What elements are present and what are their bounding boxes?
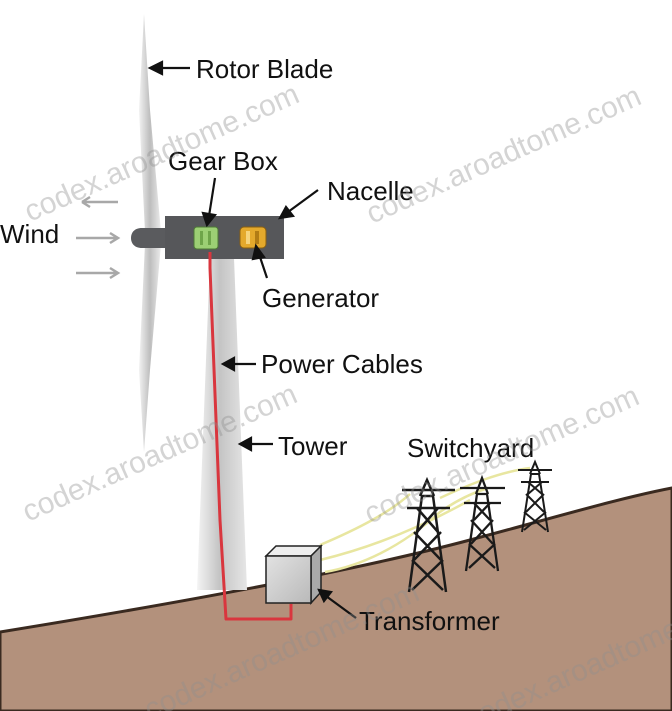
transmission-tower-3 <box>518 459 552 533</box>
transformer-label: Transformer <box>359 606 500 636</box>
rotor-blade-lower <box>139 244 161 452</box>
ground <box>0 486 672 711</box>
generator <box>239 226 267 249</box>
gear-box-detail <box>200 231 203 245</box>
generator-label: Generator <box>262 283 379 313</box>
transmission-tower-2 <box>460 474 505 572</box>
nacelle-label: Nacelle <box>327 176 414 206</box>
rotor-blade-upper <box>139 14 161 232</box>
gear-box <box>193 226 219 250</box>
wind-label: Wind <box>0 219 59 249</box>
power-cable <box>208 252 293 621</box>
wind-arrows <box>76 195 121 280</box>
watermark: codex.aroadtome.com <box>361 80 646 231</box>
callout-arrows <box>147 60 357 619</box>
generator-detail <box>246 231 250 244</box>
gear-box-label: Gear Box <box>168 146 278 176</box>
gear-box-detail <box>208 231 211 245</box>
transformer <box>264 544 323 605</box>
transmission-lines <box>319 466 531 574</box>
tower <box>197 258 247 590</box>
transmission-tower-1 <box>402 476 455 593</box>
watermark: codex.aroadtome.com <box>17 378 302 529</box>
tower-label: Tower <box>278 431 348 461</box>
switchyard-label: Switchyard <box>407 433 534 463</box>
rotor-blade-label: Rotor Blade <box>196 54 333 84</box>
generator-detail <box>255 231 259 244</box>
power-cables-label: Power Cables <box>261 349 423 379</box>
rotor-hub <box>131 228 166 248</box>
